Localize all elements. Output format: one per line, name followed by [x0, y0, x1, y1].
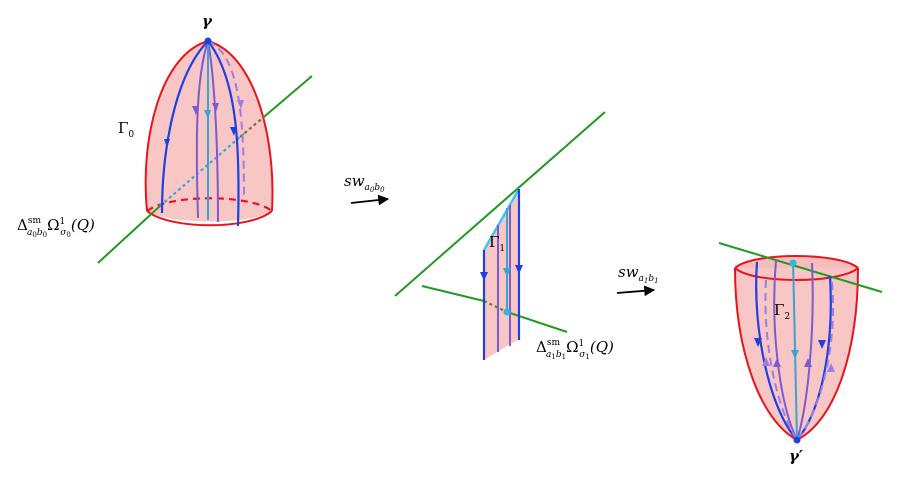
gamma-point — [204, 37, 212, 45]
flow-line-blue-left — [160, 40, 209, 214]
sw1-arrow — [616, 285, 656, 297]
gamma-label: γ — [202, 12, 213, 30]
transversal-line-1-lower — [421, 285, 485, 302]
flow-line-purple-1 — [195, 40, 209, 219]
cup-arrow-4 — [773, 358, 781, 367]
transversal-line-1-lower-b — [506, 311, 568, 333]
strip-intersection-point — [503, 308, 511, 316]
sw1-transition: swa1b1 — [616, 263, 659, 297]
gamma-prime-point — [793, 436, 801, 444]
cup-flow-dashed-right — [796, 281, 835, 441]
transversal-line-0-b — [264, 75, 313, 117]
dome-surface — [145, 41, 273, 222]
flow-line-purple-2 — [207, 40, 219, 223]
cup-flow-cyan — [792, 262, 798, 441]
strip-arrow-1 — [480, 272, 488, 281]
flow-arrow-4 — [212, 103, 219, 112]
flow-arrow-1 — [164, 139, 170, 148]
cup-arrow-7 — [762, 357, 770, 366]
cup-arrow-3 — [791, 350, 799, 359]
flow-arrow-2 — [230, 127, 237, 136]
strip-arrow-3 — [515, 265, 523, 274]
cup-arrow-5 — [804, 358, 812, 367]
transversal-line-1-hidden — [483, 300, 508, 313]
cup-arrow-2 — [818, 340, 826, 349]
sw0-arrow — [350, 194, 390, 206]
sw0-label: swa0b0 — [344, 172, 385, 194]
flow-arrow-3 — [192, 106, 199, 115]
Gamma1-label: Γ1 — [489, 233, 505, 254]
dome-base-back — [146, 197, 273, 212]
cup-intersection-point — [789, 259, 797, 267]
cup-arrow-1 — [754, 338, 762, 347]
cup-flow-dashed-left — [764, 279, 798, 441]
cup-surface — [735, 259, 858, 440]
cup-figure: Γ2 γ′ — [718, 242, 883, 465]
transversal-line-0-hidden — [159, 130, 248, 207]
cup-arrow-6 — [827, 363, 835, 372]
transversal-line-0 — [97, 205, 161, 264]
Gamma2-label: Γ2 — [774, 301, 790, 322]
dome-base-front — [146, 210, 273, 227]
flow-line-blue-right — [207, 40, 240, 227]
flow-arrow-5 — [204, 110, 211, 119]
Gamma0-label: Γ0 — [118, 119, 134, 140]
flow-arrow-6 — [237, 100, 244, 109]
strip-top-boundary — [482, 188, 521, 251]
gamma-prime-label: γ′ — [789, 447, 803, 465]
transversal-line-1-upper — [394, 111, 606, 297]
strip-arrow-2 — [503, 268, 511, 277]
cup-rim-front — [734, 267, 859, 281]
transversal-line-2 — [718, 242, 883, 293]
sw1-label: swa1b1 — [618, 263, 659, 285]
sw0-transition: swa0b0 — [344, 172, 390, 206]
cup-rim-back — [734, 255, 859, 269]
